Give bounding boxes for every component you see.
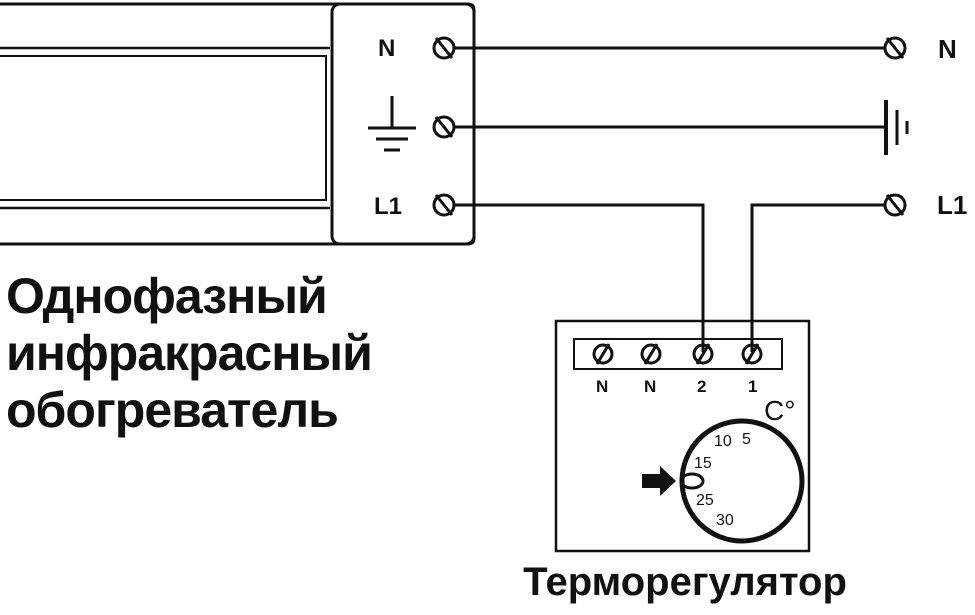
heater-terminal-n-label: N bbox=[378, 35, 395, 62]
thermostat-terminal-label: 2 bbox=[697, 377, 706, 396]
terminal-screw-icon bbox=[432, 193, 456, 217]
heater-title-line: Однофазный bbox=[6, 268, 328, 324]
terminal-screw-icon bbox=[692, 343, 714, 365]
thermostat-terminal-label: N bbox=[596, 377, 608, 396]
dial-scale-label: 15 bbox=[694, 455, 712, 472]
wire-mains-to-thermostat bbox=[750, 203, 885, 352]
terminal-screw-icon bbox=[640, 343, 662, 365]
wires bbox=[454, 46, 885, 352]
terminal-screw-icon bbox=[883, 193, 907, 217]
terminal-screw-icon bbox=[592, 343, 614, 365]
mains-terminal-n-label: N bbox=[938, 34, 957, 64]
ground-icon bbox=[368, 96, 416, 152]
dial-scale-label: 5 bbox=[742, 431, 751, 448]
thermostat-body bbox=[554, 319, 811, 553]
terminal-screw-icon bbox=[741, 343, 763, 365]
heater-title: Однофазный инфракрасный обогреватель bbox=[6, 268, 386, 439]
thermostat-title: Терморегулятор bbox=[523, 560, 847, 604]
mains-terminal-l1-label: L1 bbox=[937, 190, 967, 220]
dial-scale-label: 10 bbox=[714, 433, 732, 450]
heater-body bbox=[0, 2, 476, 246]
dial-scale-label: 30 bbox=[716, 512, 734, 529]
ground-icon bbox=[884, 100, 909, 155]
heater-title-line: обогреватель bbox=[6, 382, 339, 438]
heater-title-line: инфракрасный bbox=[6, 325, 373, 381]
terminal-screw-icon bbox=[432, 115, 456, 139]
thermostat-terminal-label: N bbox=[644, 377, 656, 396]
terminal-screw-icon bbox=[432, 36, 456, 60]
heater-terminal-l1-label: L1 bbox=[374, 193, 402, 220]
dial-scale-label: 25 bbox=[696, 492, 714, 509]
temperature-unit-label: C° bbox=[764, 395, 795, 426]
terminal-screw-icon bbox=[883, 36, 907, 60]
wire-heater-to-thermostat bbox=[454, 203, 705, 352]
pointer-arrow-icon bbox=[642, 466, 705, 496]
thermostat-terminal-label: 1 bbox=[748, 377, 757, 396]
